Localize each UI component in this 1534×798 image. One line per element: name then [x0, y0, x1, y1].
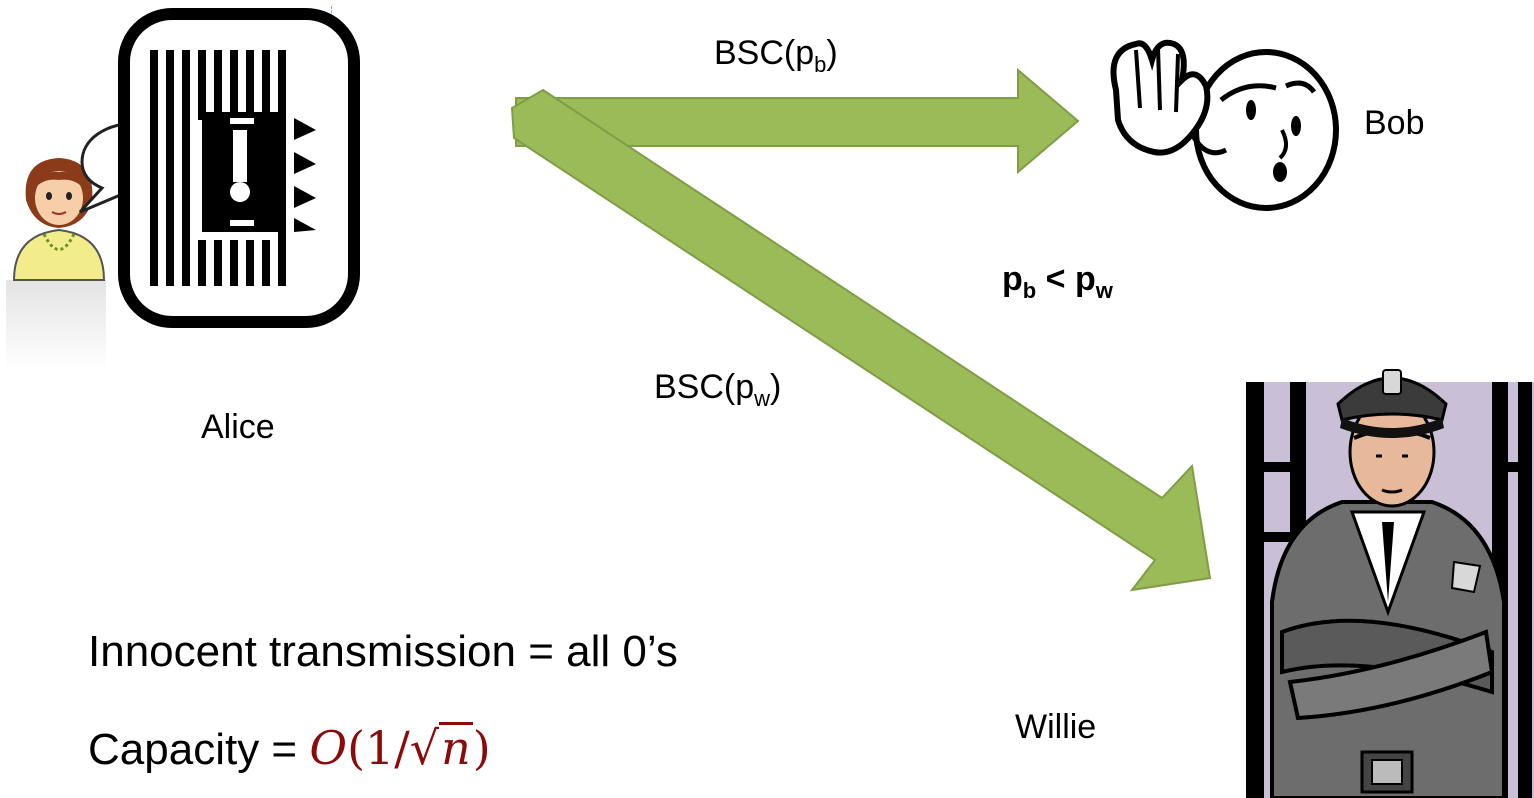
condition-p1: p	[1002, 260, 1023, 298]
alice-label: Alice	[201, 408, 275, 446]
arrow-to-willie	[510, 88, 1212, 592]
willie-channel-suffix: )	[770, 368, 782, 406]
willie-channel-prefix: BSC(p	[654, 368, 755, 406]
capacity-formula: O(1/√n)	[309, 721, 491, 775]
bob-channel-suffix: )	[826, 34, 838, 72]
willie-channel-label: BSC(pw)	[654, 368, 782, 410]
willie-label: Willie	[1015, 708, 1097, 746]
bob-channel-prefix: BSC(p	[714, 34, 815, 72]
condition-p1-sub: b	[1022, 278, 1037, 303]
condition-op: <	[1036, 260, 1075, 298]
bob-channel-label: BSC(pb)	[714, 34, 838, 76]
bob-label: Bob	[1364, 104, 1425, 142]
formula-close: )	[472, 721, 491, 775]
man-listening-icon	[1110, 39, 1339, 211]
innocent-note: Innocent transmission = all 0’s	[88, 627, 678, 676]
condition-p2: p	[1074, 260, 1096, 298]
capacity-prefix: Capacity =	[88, 725, 310, 774]
woman-speaking-icon	[6, 158, 106, 370]
formula-open: (1/	[347, 721, 410, 775]
bob-channel-sub: b	[814, 52, 827, 77]
formula-O: O	[309, 721, 348, 775]
police-officer-icon	[1246, 369, 1534, 798]
condition-p2-sub: w	[1095, 278, 1113, 303]
cursor-mark	[331, 6, 332, 22]
capacity-note: Capacity = O(1/√n)	[88, 722, 491, 772]
sqrt-sign-icon: √	[409, 721, 440, 775]
noise-condition: pb < pw	[1002, 260, 1113, 302]
radio-device-icon	[118, 8, 360, 328]
formula-n: n	[439, 721, 473, 775]
willie-channel-sub: w	[754, 386, 771, 411]
